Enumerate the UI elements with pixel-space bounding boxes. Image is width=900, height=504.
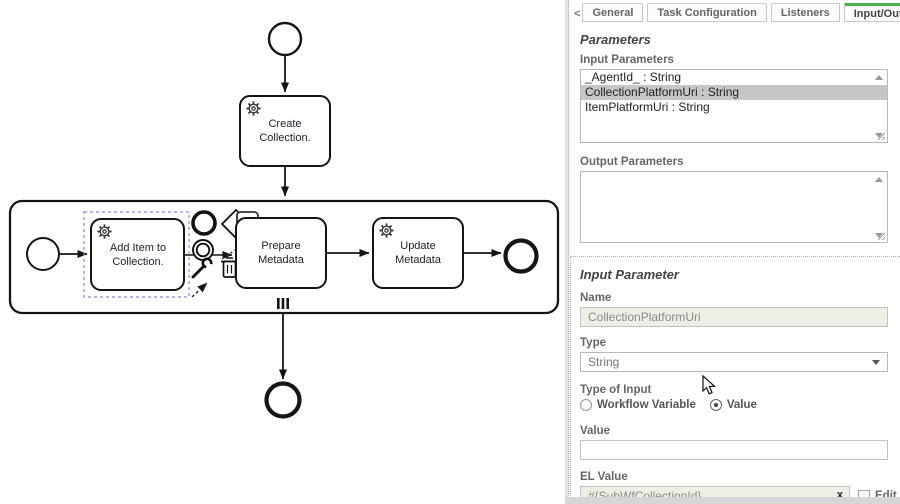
service-task-gear-icon xyxy=(96,223,113,240)
type-select-value: String xyxy=(588,355,620,369)
type-label: Type xyxy=(580,337,606,349)
tab-task-configuration[interactable]: Task Configuration xyxy=(647,3,767,22)
resize-grip-icon[interactable] xyxy=(877,232,886,241)
service-task-gear-icon xyxy=(245,100,262,117)
delete-trash-icon[interactable] xyxy=(221,257,238,278)
scroll-up-icon[interactable] xyxy=(874,75,883,80)
workflow-variable-radio[interactable] xyxy=(580,399,592,411)
subprocess-end-event[interactable] xyxy=(503,238,539,274)
clear-value-icon[interactable]: x xyxy=(836,489,843,501)
change-type-wrench-icon[interactable] xyxy=(191,257,213,279)
list-item[interactable]: _AgentId_ : String xyxy=(585,70,682,84)
list-item-selected[interactable]: CollectionPlatformUri : String xyxy=(581,85,887,100)
scroll-down-icon[interactable] xyxy=(874,233,883,238)
input-parameters-list[interactable]: _AgentId_ : String CollectionPlatformUri… xyxy=(580,69,888,143)
name-field[interactable] xyxy=(580,307,888,327)
multi-instance-parallel-marker xyxy=(277,298,289,309)
el-value-label: EL Value xyxy=(580,471,628,483)
append-intermediate-event-icon[interactable] xyxy=(192,239,214,261)
tab-input-output[interactable]: Input/Output xyxy=(843,3,900,22)
end-event[interactable] xyxy=(264,381,302,419)
output-parameters-label: Output Parameters xyxy=(580,156,684,168)
scroll-up-icon[interactable] xyxy=(874,177,883,182)
name-label: Name xyxy=(580,292,612,304)
value-label: Value xyxy=(580,425,611,437)
type-of-input-label: Type of Input xyxy=(580,384,652,396)
section-divider xyxy=(570,256,900,257)
resize-grip-icon[interactable] xyxy=(877,132,886,141)
properties-panel: < General Task Configuration Listeners I… xyxy=(565,0,900,504)
tab-general[interactable]: General xyxy=(582,3,644,22)
parameters-section: Parameters Input Parameters _AgentId_ : … xyxy=(570,22,900,243)
panel-resize-gutter[interactable] xyxy=(565,0,569,504)
value-field[interactable] xyxy=(580,440,888,460)
scroll-down-icon[interactable] xyxy=(874,133,883,138)
task-prepare-metadata[interactable] xyxy=(235,217,327,289)
tab-listeners[interactable]: Listeners xyxy=(770,3,840,22)
list-item[interactable]: ItemPlatformUri : String xyxy=(585,100,710,114)
input-parameters-label: Input Parameters xyxy=(580,54,674,66)
value-radio[interactable] xyxy=(709,399,722,411)
workflow-variable-radio-label[interactable]: Workflow Variable xyxy=(597,399,696,411)
tab-scroll-left[interactable]: < xyxy=(574,8,581,20)
input-parameter-section: Input Parameter Name Type String Type of… xyxy=(570,257,900,504)
scrollbar[interactable] xyxy=(871,173,886,241)
bpmn-canvas[interactable]: Create Collection. Add Item to Collectio… xyxy=(0,0,565,504)
parameters-heading: Parameters xyxy=(580,32,651,47)
connect-arrow-icon[interactable] xyxy=(191,282,208,298)
start-event[interactable] xyxy=(267,21,303,57)
chevron-down-icon xyxy=(872,360,880,365)
type-select[interactable]: String xyxy=(580,352,888,372)
type-of-input-radios: Workflow Variable Value xyxy=(580,399,888,411)
value-radio-label[interactable]: Value xyxy=(726,399,757,411)
scrollbar[interactable] xyxy=(871,71,886,141)
subprocess-start-event[interactable] xyxy=(26,237,60,271)
selection-outline xyxy=(83,211,190,298)
input-parameter-heading: Input Parameter xyxy=(580,267,679,282)
tab-bar: < General Task Configuration Listeners I… xyxy=(570,0,900,22)
output-parameters-list[interactable] xyxy=(580,171,888,243)
service-task-gear-icon xyxy=(378,222,395,239)
panel-bottom-bar xyxy=(565,497,900,504)
append-end-event-icon[interactable] xyxy=(191,210,217,236)
